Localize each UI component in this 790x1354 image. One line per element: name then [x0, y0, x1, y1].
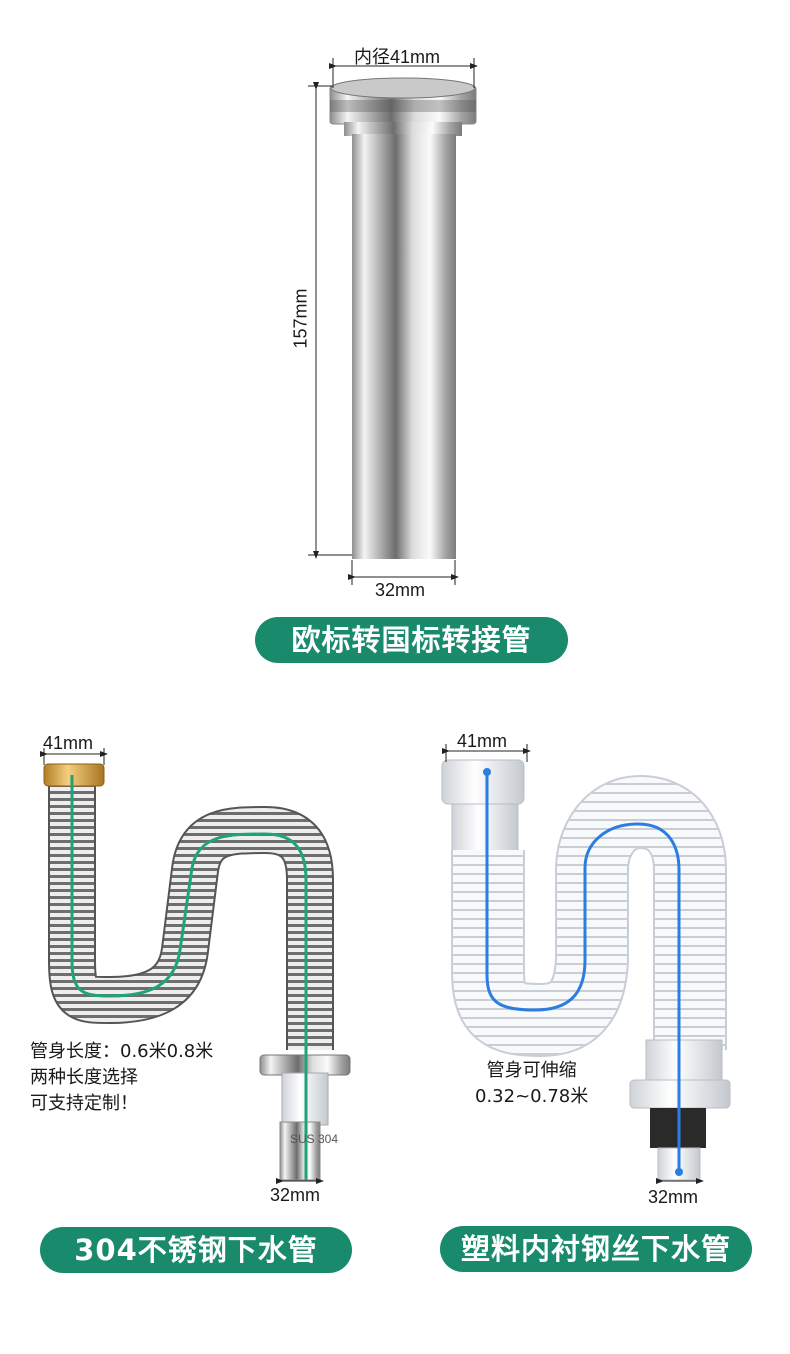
adapter-tube [329, 77, 477, 559]
length-label: 157mm [290, 288, 311, 349]
inner-diameter-label: 内径41mm [354, 47, 441, 67]
sus304-stamp: SUS 304 [290, 1132, 339, 1146]
stainless-note-line: 管身长度：0.6米0.8米 [30, 1041, 214, 1062]
stainless-title-pill: 304不锈钢下水管 [40, 1227, 352, 1273]
blue-path-start-dot [483, 768, 491, 776]
plastic-hose [441, 759, 731, 1181]
plastic-top-label: 41mm [457, 731, 508, 751]
stainless-note-line: 可支持定制！ [30, 1093, 138, 1114]
stainless-note-line: 两种长度选择 [30, 1067, 138, 1088]
blue-path-line [485, 772, 681, 1172]
plastic-dimension-lines [442, 744, 704, 1184]
plastic-title-pill: 塑料内衬钢丝下水管 [440, 1226, 752, 1272]
adapter-bottom-label: 32mm [375, 580, 426, 600]
plastic-note: 管身可伸缩 0.32~0.78米 [475, 1058, 588, 1110]
stainless-dimension-lines [40, 748, 324, 1184]
stainless-top-label: 41mm [43, 733, 94, 753]
adapter-title-pill: 欧标转国标转接管 [255, 617, 568, 663]
stainless-hose [43, 763, 351, 1181]
plastic-note-line: 管身可伸缩 [486, 1060, 577, 1081]
stainless-note: 管身长度：0.6米0.8米 两种长度选择 可支持定制！ [30, 1039, 213, 1117]
plastic-note-line: 0.32~0.78米 [475, 1086, 589, 1107]
stainless-bottom-label: 32mm [270, 1185, 321, 1205]
blue-path-end-dot [675, 1168, 683, 1176]
green-path-line [70, 775, 308, 1180]
plastic-bottom-label: 32mm [648, 1187, 699, 1207]
adapter-dimension-lines [308, 58, 478, 585]
